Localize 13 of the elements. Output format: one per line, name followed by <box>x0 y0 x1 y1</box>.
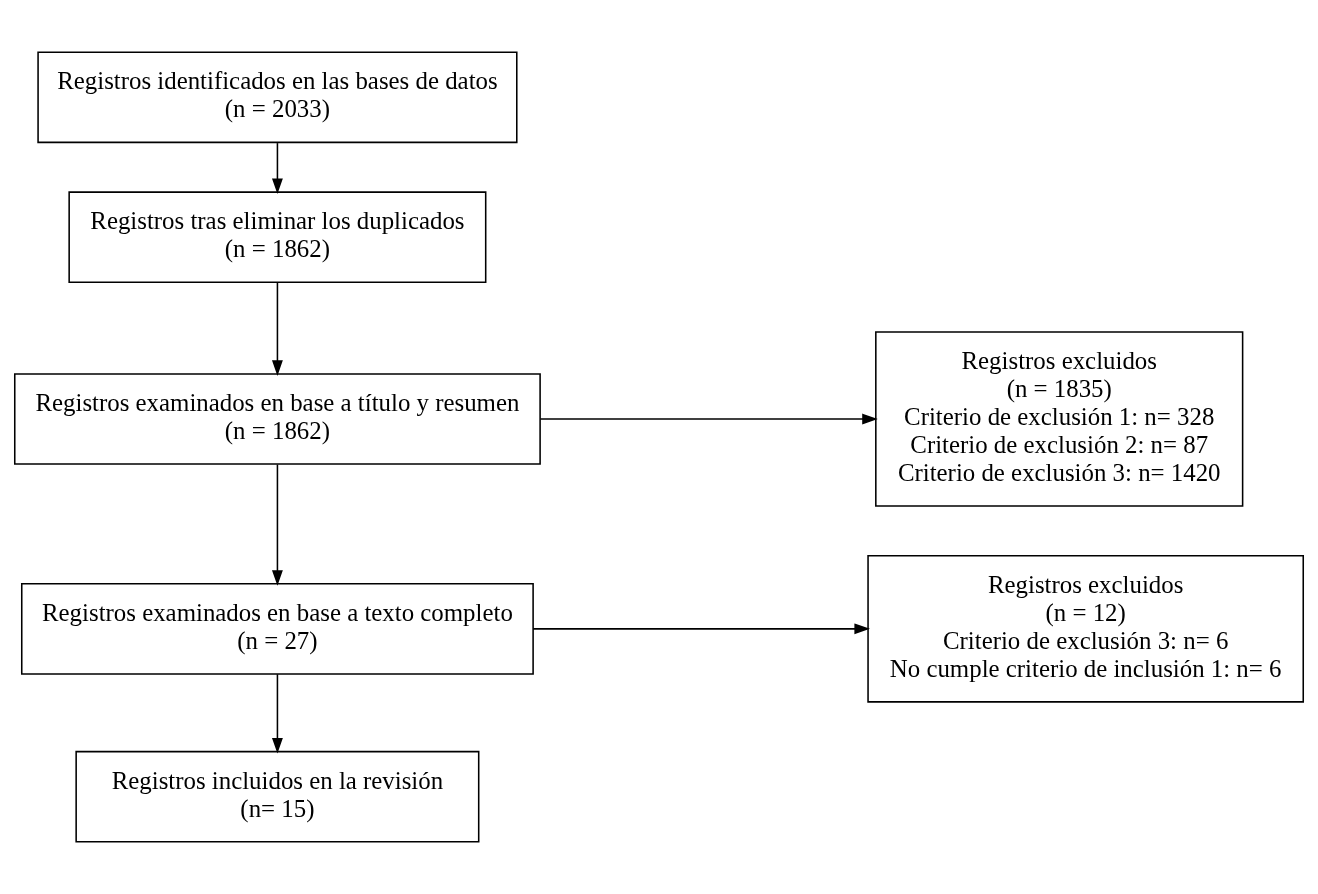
node-box: Registros incluidos en la revisión (n= 15) <box>75 750 480 843</box>
node-box: Registros identificados en las bases de datos (n = 2033) <box>37 51 518 144</box>
node-box: Registros excluidos (n = 12) Criterio de exclusión 3: n= 6 No cumple criterio de inclusión 1: n= 6 <box>867 555 1304 703</box>
arrow <box>532 623 870 635</box>
arrow <box>272 281 283 376</box>
node-box: Registros tras eliminar los duplicados (n = 1862) <box>68 191 487 284</box>
node-box: Registros excluidos (n = 1835) Criterio de exclusión 1: n= 328 Criterio de exclusión 2: n= 87 Criterio de exclusión 3: n= 1420 <box>875 331 1244 507</box>
arrow <box>272 463 283 586</box>
arrow <box>272 673 283 754</box>
node-box: Registros examinados en base a título y resumen (n = 1862) <box>14 373 541 465</box>
arrow <box>272 142 283 195</box>
node-box: Registros examinados en base a texto completo (n = 27) <box>20 583 534 675</box>
arrow <box>539 413 878 425</box>
